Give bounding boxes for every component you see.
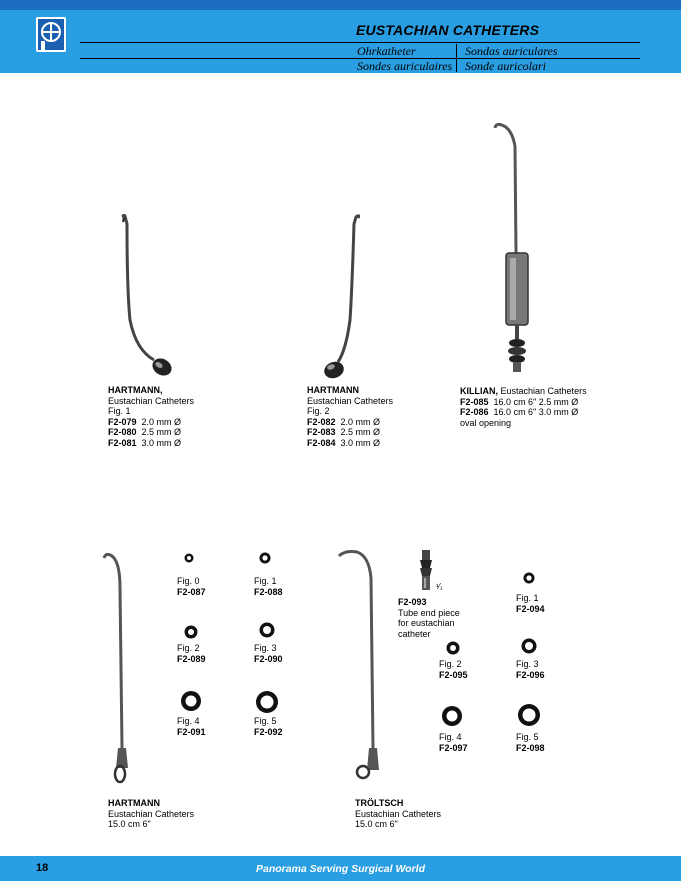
tip-profile-icon	[259, 552, 271, 564]
tip-profile-icon	[256, 691, 278, 713]
hartmann-long-label: HARTMANN Eustachian Catheters 15.0 cm 6"	[108, 798, 195, 829]
tip-profile-icon	[521, 638, 537, 654]
hartmann-fig1-catheter-image	[121, 213, 172, 376]
globe-icon	[41, 22, 61, 42]
tube-end-scale: ¹⁄₁	[436, 582, 443, 591]
header-band	[0, 0, 681, 73]
subtitle-it: Sonde auricolari	[465, 59, 546, 73]
troeltsch-label: TRÖLTSCH Eustachian Catheters 15.0 cm 6"	[355, 798, 442, 829]
title-rule	[80, 42, 640, 43]
subtitle-divider	[456, 44, 457, 72]
hartmann-fig2-label: HARTMANN Eustachian Catheters Fig. 2 F2-…	[307, 385, 394, 448]
footer-band	[0, 856, 681, 881]
tip-profile-icon	[518, 704, 540, 726]
subtitle-de: Ohrkatheter	[357, 44, 416, 58]
panorama-logo-icon	[36, 17, 66, 52]
hartmann-fig2-catheter-image	[324, 214, 361, 379]
tip-profile-icon	[184, 553, 194, 563]
tip-profile-icon	[446, 641, 460, 655]
tip-profile-icon	[259, 622, 275, 638]
tip-profile-icon	[523, 572, 535, 584]
hartmann-fig1-label: HARTMANN, Eustachian Catheters Fig. 1 F2…	[108, 385, 195, 448]
tube-end-label: F2-093 Tube end piece for eustachian cat…	[398, 597, 460, 639]
tip-profile-icon	[184, 625, 198, 639]
subtitle-rule	[80, 58, 640, 59]
subtitle-fr: Sondes auriculaires	[357, 59, 453, 73]
killian-label: KILLIAN, Eustachian Catheters F2-085 16.…	[460, 386, 587, 428]
page-title: EUSTACHIAN CATHETERS	[356, 22, 540, 38]
tube-end-piece-image	[420, 550, 432, 590]
tip-profile-icon	[181, 691, 201, 711]
subtitle-es: Sondas auriculares	[465, 44, 558, 58]
footer-tagline: Panorama Serving Surgical World	[255, 863, 426, 875]
troeltsch-catheter-image	[337, 550, 379, 780]
tip-profile-icon	[442, 706, 462, 726]
hartmann-long-catheter-image	[102, 552, 128, 784]
header-band-top-stripe	[0, 0, 681, 10]
page-number: 18	[36, 862, 49, 874]
killian-catheter-image	[493, 122, 529, 372]
